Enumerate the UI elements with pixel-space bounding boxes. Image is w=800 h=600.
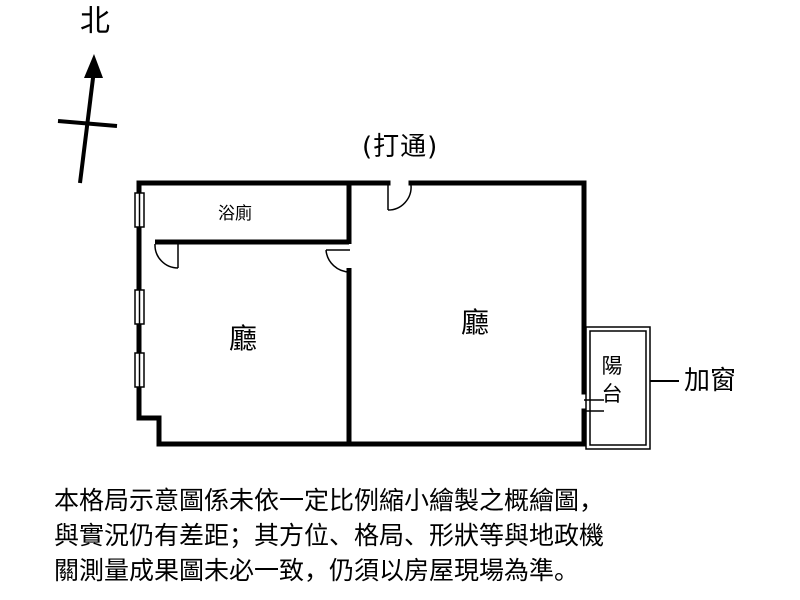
disclaimer-line-2: 與實況仍有差距；其方位、格局、形狀等與地政機 bbox=[54, 521, 605, 550]
north-label: 北 bbox=[80, 4, 110, 39]
disclaimer-line-1: 本格局示意圖係未依一定比例縮小繪製之概繪圖， bbox=[54, 486, 605, 515]
disclaimer-line-3: 關測量成果圖未必一致，仍須以房屋現場為準。 bbox=[54, 556, 580, 585]
room-label-living-left: 廳 bbox=[229, 322, 258, 355]
north-arrow-icon bbox=[57, 54, 118, 184]
outer-walls bbox=[136, 180, 587, 447]
room-label-balcony: 陽 台 bbox=[599, 352, 625, 408]
balcony-label-bottom: 台 bbox=[601, 382, 623, 406]
door-swings bbox=[154, 184, 604, 412]
room-label-living-right: 廳 bbox=[461, 306, 490, 339]
window-annotation: 加窗 bbox=[684, 366, 737, 396]
disclaimer-text: 本格局示意圖係未依一定比例縮小繪製之概繪圖， 與實況仍有差距；其方位、格局、形狀… bbox=[54, 483, 784, 588]
interior-walls bbox=[155, 183, 352, 444]
left-wall-windows bbox=[134, 192, 145, 388]
room-label-bathroom: 浴廁 bbox=[218, 204, 252, 224]
balcony-label-top: 陽 bbox=[601, 354, 623, 378]
opening-annotation: (打通) bbox=[362, 132, 439, 162]
balcony-outline bbox=[585, 326, 651, 450]
